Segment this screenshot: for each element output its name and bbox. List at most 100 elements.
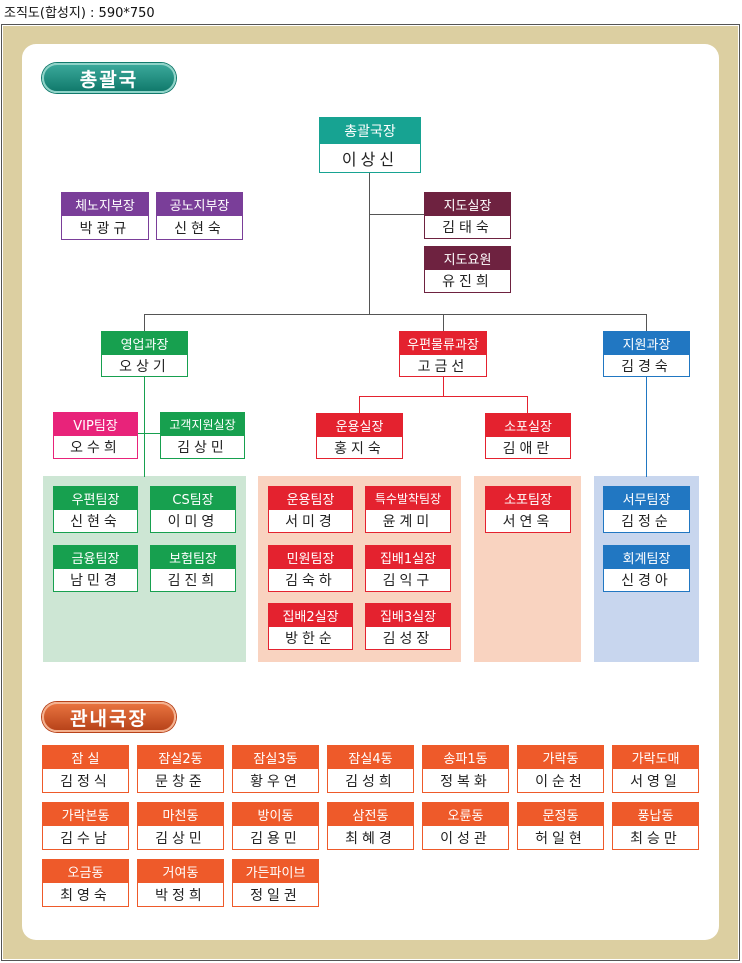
card-name: 이미영	[167, 514, 219, 530]
card-title: 보험팀장	[151, 546, 235, 569]
district-name: 박정희	[155, 887, 206, 904]
card-title: 민원팀장	[269, 546, 352, 569]
card-name: 김애란	[502, 440, 554, 457]
card-title: 서무팀장	[604, 487, 689, 510]
card-name: 김진희	[167, 573, 219, 589]
card-name: 오상기	[119, 358, 170, 375]
card-title: 회계팀장	[604, 546, 689, 569]
card-name: 신현숙	[70, 514, 121, 530]
card-title: 지도요원	[425, 247, 510, 270]
card-name: 남민경	[70, 573, 121, 589]
card-name: 서미경	[285, 514, 336, 530]
district-title: 삼전동	[328, 803, 413, 826]
card-name: 신현숙	[174, 220, 225, 237]
insurance-team-card: 보험팀장 김진희	[150, 545, 236, 592]
card-title: 고객지원실장	[161, 413, 244, 436]
district-title: 오륜동	[423, 803, 508, 826]
card-title: 총괄국장	[320, 118, 420, 144]
district-title: 오금동	[43, 860, 128, 883]
district-name: 황우연	[250, 773, 301, 790]
section-title-hq: 총괄국	[42, 63, 176, 93]
district-title: 잠실2동	[138, 746, 223, 769]
district-title: 방이동	[233, 803, 318, 826]
guidance-staff-card: 지도요원 유진희	[424, 246, 511, 293]
operations-chief-card: 운용실장 홍지숙	[316, 413, 403, 459]
district-name: 이성관	[440, 830, 491, 847]
customer-support-card: 고객지원실장 김상민	[160, 412, 245, 459]
district-name: 정복화	[440, 773, 491, 790]
district-title: 가든파이브	[233, 860, 318, 883]
delivery2-card: 집배2실장 방한순	[268, 603, 353, 650]
admin-team-card: 서무팀장 김정순	[603, 486, 690, 533]
district-name: 서영일	[630, 773, 681, 790]
cs-team-card: CS팀장 이미영	[150, 486, 236, 533]
vip-card: VIP팀장 오수희	[53, 412, 138, 459]
district-name: 김정식	[60, 773, 111, 790]
card-name: 신경아	[621, 573, 672, 589]
page-caption: 조직도(합성지) : 590*750	[4, 6, 155, 21]
card-title: 운용실장	[317, 414, 402, 437]
card-name: 김경숙	[621, 358, 672, 375]
district-title: 잠실4동	[328, 746, 413, 769]
sales-head-card: 영업과장 오상기	[101, 331, 188, 377]
district-name: 문창준	[155, 773, 206, 790]
guidance-chief-card: 지도실장 김태숙	[424, 192, 511, 239]
district-title: 거여동	[138, 860, 223, 883]
card-name: 오수희	[70, 440, 121, 456]
card-title: 체노지부장	[62, 193, 148, 216]
card-name: 김숙하	[285, 573, 336, 589]
district-name: 김용민	[250, 830, 301, 847]
card-name: 윤계미	[382, 514, 434, 530]
mail-team-card: 우편팀장 신현숙	[53, 486, 138, 533]
district-name: 정일권	[250, 887, 301, 904]
district-title: 가락도매	[613, 746, 698, 769]
deputy1-card: 체노지부장 박광규	[61, 192, 149, 240]
card-title: 우편팀장	[54, 487, 137, 510]
delivery3-card: 집배3실장 김성장	[365, 603, 451, 650]
card-name: 박광규	[79, 220, 131, 237]
district-name: 김성희	[345, 773, 396, 790]
card-title: 공노지부장	[157, 193, 242, 216]
card-title: 지도실장	[425, 193, 510, 216]
card-name: 서연옥	[502, 514, 554, 530]
card-name: 홍지숙	[334, 440, 385, 457]
finance-team-card: 금융팀장 남민경	[53, 545, 138, 592]
delivery1-card: 집배1실장 김익구	[365, 545, 451, 592]
card-title: 특수발착팀장	[366, 487, 450, 510]
card-name: 김정순	[621, 514, 672, 530]
parcel-team-card: 소포팀장 서연옥	[485, 486, 571, 533]
card-title: 금융팀장	[54, 546, 137, 569]
card-title: 소포실장	[486, 414, 570, 437]
postal-head-card: 우편물류과장 고금선	[399, 331, 487, 377]
district-title: 가락동	[518, 746, 603, 769]
card-name: 김익구	[382, 573, 434, 589]
card-title: CS팀장	[151, 487, 235, 510]
card-name: 김성장	[382, 631, 434, 647]
district-title: 잠실3동	[233, 746, 318, 769]
district-title: 문정동	[518, 803, 603, 826]
card-title: 영업과장	[102, 332, 187, 355]
district-name: 허일현	[535, 830, 586, 847]
card-name: 유진희	[442, 274, 493, 290]
card-title: 집배2실장	[269, 604, 352, 627]
district-title: 잠 실	[43, 746, 128, 769]
card-title: VIP팀장	[54, 413, 137, 436]
section-title-district: 관내국장	[42, 702, 176, 732]
district-name: 최영숙	[60, 887, 111, 904]
card-name: 김태숙	[442, 220, 493, 236]
district-title: 송파1동	[423, 746, 508, 769]
director-card: 총괄국장 이상신	[319, 117, 421, 173]
